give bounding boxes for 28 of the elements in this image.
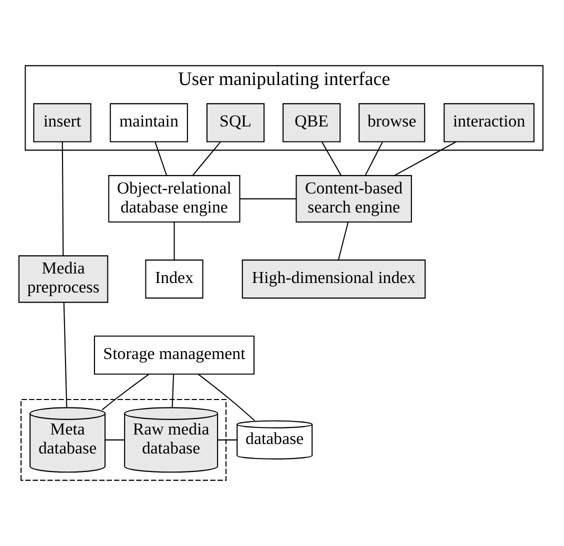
node-box: insert bbox=[33, 103, 92, 142]
connector bbox=[192, 142, 221, 176]
connector bbox=[62, 142, 64, 256]
node-box: maintain bbox=[110, 103, 188, 142]
connector bbox=[218, 439, 237, 440]
node-box: Index bbox=[145, 260, 204, 299]
connector bbox=[154, 142, 168, 176]
connector bbox=[364, 142, 383, 176]
node-box: Content-based search engine bbox=[296, 175, 412, 223]
node-box: SQL bbox=[206, 103, 265, 142]
node-box: interaction bbox=[444, 103, 534, 142]
connector bbox=[394, 141, 456, 176]
cluster bbox=[20, 398, 227, 481]
connector bbox=[102, 374, 150, 410]
node-box: Media preprocess bbox=[18, 255, 108, 303]
connector bbox=[105, 439, 124, 440]
node-box: browse bbox=[358, 103, 426, 142]
node-box: Object-relational database engine bbox=[108, 175, 240, 223]
connector bbox=[198, 374, 255, 421]
connector bbox=[322, 142, 342, 176]
connector bbox=[240, 198, 296, 200]
connector bbox=[338, 222, 349, 260]
connector bbox=[63, 302, 68, 408]
node-box: Storage management bbox=[94, 336, 255, 375]
node-box: High-dimensional index bbox=[242, 260, 426, 299]
connector bbox=[172, 374, 174, 408]
connector bbox=[174, 222, 175, 260]
node-box: QBE bbox=[282, 103, 341, 142]
